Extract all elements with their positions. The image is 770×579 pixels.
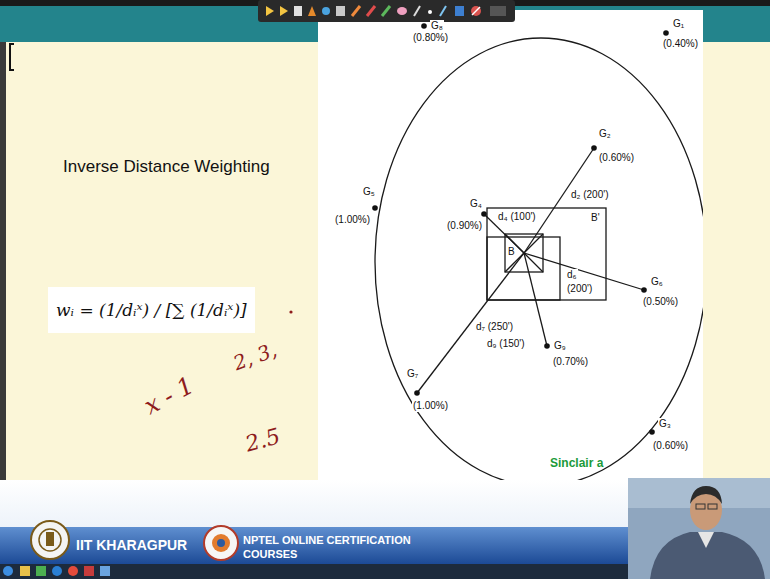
slide-title: Inverse Distance Weighting: [63, 157, 270, 177]
grade-value: (1.00%): [334, 214, 371, 226]
distance-label: (200'): [566, 283, 593, 295]
block-name: B: [507, 246, 516, 258]
taskbar: [0, 564, 628, 579]
institute-name: IIT KHARAGPUR: [76, 536, 187, 554]
point-name: G₂: [598, 128, 612, 140]
distance-label: d₄ (100'): [497, 211, 537, 223]
grade-value: (1.00%): [412, 400, 449, 412]
search-circle: [375, 38, 703, 480]
point-name: G₇: [406, 368, 419, 380]
point-name: G₄: [469, 198, 483, 210]
point-name: G₁: [672, 18, 685, 30]
bracket: [10, 44, 14, 70]
grade-value: (0.90%): [446, 220, 483, 232]
distance-lines: [417, 148, 644, 393]
distance-label: d₂ (200'): [570, 189, 609, 201]
point-name: G₃: [658, 418, 672, 430]
point-name: G₆: [650, 276, 664, 288]
point-name: G₅: [362, 186, 376, 198]
block-name: B': [590, 212, 601, 224]
point-name: G₈: [430, 20, 444, 32]
grade-value: (0.60%): [652, 440, 689, 452]
grade-points: [372, 23, 669, 435]
block-outlines: [487, 208, 606, 300]
video-inset: [628, 478, 770, 579]
grade-value: (0.40%): [662, 38, 699, 50]
distance-label: d₇ (250'): [475, 321, 514, 333]
left-edge: [0, 42, 6, 480]
weight-formula: wᵢ = (1/dᵢˣ) / [∑ (1/dᵢˣ)]: [48, 287, 255, 333]
nptel-logo: [204, 526, 238, 560]
annotation-toolbar: [258, 0, 515, 22]
pen-dot: [289, 310, 292, 313]
iit-logo: [31, 521, 69, 559]
course-banner: NPTEL ONLINE CERTIFICATION COURSES: [243, 533, 413, 561]
grade-value: (0.50%): [642, 296, 679, 308]
grade-value: (0.80%): [412, 32, 449, 44]
grade-value: (0.60%): [598, 152, 635, 164]
point-name: G₉: [553, 340, 567, 352]
source-credit: Sinclair a: [550, 456, 603, 470]
distance-label: d₆: [566, 269, 578, 281]
distance-label: d₉ (150'): [486, 338, 526, 350]
grade-value: (0.70%): [552, 356, 589, 368]
